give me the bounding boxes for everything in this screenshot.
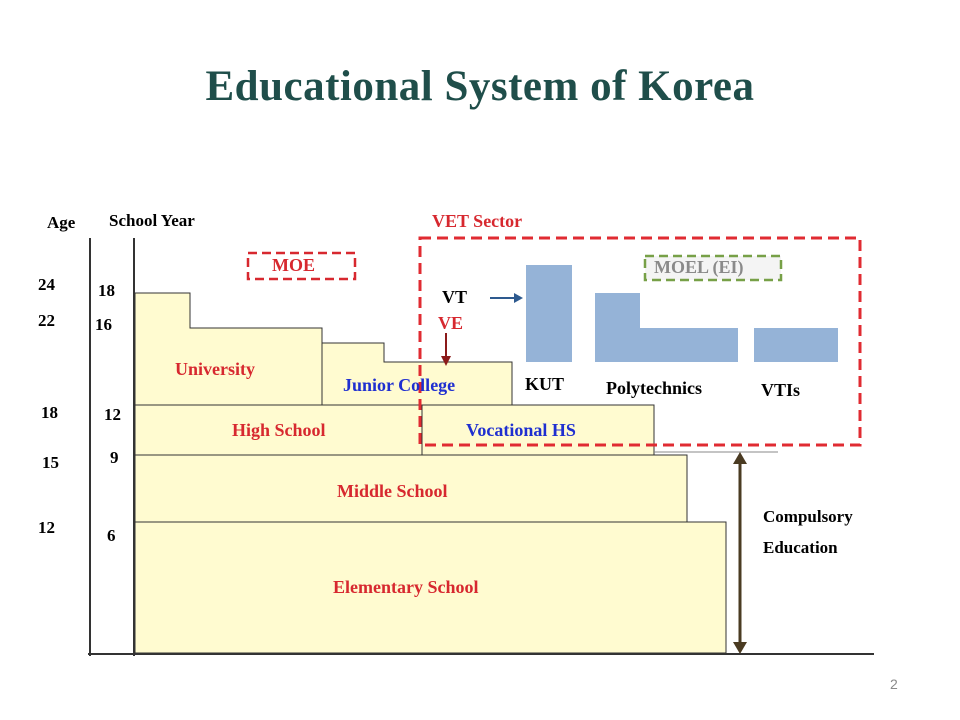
school-year-tick: 16 (95, 315, 112, 334)
vt-label: VT (442, 287, 468, 307)
moe-label: MOE (272, 255, 315, 275)
elementary-school-label: Elementary School (333, 577, 479, 597)
polytechnics-label: Polytechnics (606, 378, 702, 398)
compulsory-arrow-down-icon (733, 642, 747, 654)
moe-box (246, 251, 357, 281)
age-tick: 12 (38, 518, 55, 537)
vtis-label: VTIs (761, 380, 801, 400)
age-axis-label: Age (47, 213, 76, 232)
age-tick: 22 (38, 311, 55, 330)
age-tick: 15 (42, 453, 59, 472)
vocational-hs-label: Vocational HS (466, 420, 576, 440)
age-tick: 24 (38, 275, 55, 294)
page-number: 2 (890, 676, 898, 692)
polytechnics-bar (595, 293, 738, 362)
vet-sector-boundary (418, 236, 862, 447)
university-label: University (175, 359, 255, 379)
school-year-tick: 12 (104, 405, 121, 424)
moel-box (643, 254, 783, 282)
school-year-tick: 9 (110, 448, 119, 467)
ve-label: VE (438, 313, 464, 333)
middle-school-label: Middle School (337, 481, 448, 501)
junior-college-label: Junior College (343, 375, 456, 395)
school-year-axis-label: School Year (109, 211, 195, 230)
compulsory-arrow-up-icon (733, 452, 747, 464)
vocational-hs-block (421, 404, 655, 456)
age-tick: 18 (41, 403, 58, 422)
university-block (134, 292, 323, 406)
school-year-tick: 18 (98, 281, 115, 300)
vet-sector-label: VET Sector (432, 211, 523, 231)
school-year-tick: 6 (107, 526, 116, 545)
kut-bar (526, 265, 572, 362)
vtis-bar (754, 328, 838, 362)
moel-label: MOEL (EI) (654, 257, 744, 277)
ve-arrow-icon (441, 356, 451, 366)
compulsory-label-line1: Compulsory (763, 507, 853, 526)
compulsory-label-line2: Education (763, 538, 838, 557)
vt-arrow-icon (514, 293, 523, 303)
high-school-label: High School (232, 420, 326, 440)
page-title: Educational System of Korea (205, 63, 755, 110)
junior-college-block (321, 342, 513, 406)
kut-label: KUT (525, 374, 565, 394)
